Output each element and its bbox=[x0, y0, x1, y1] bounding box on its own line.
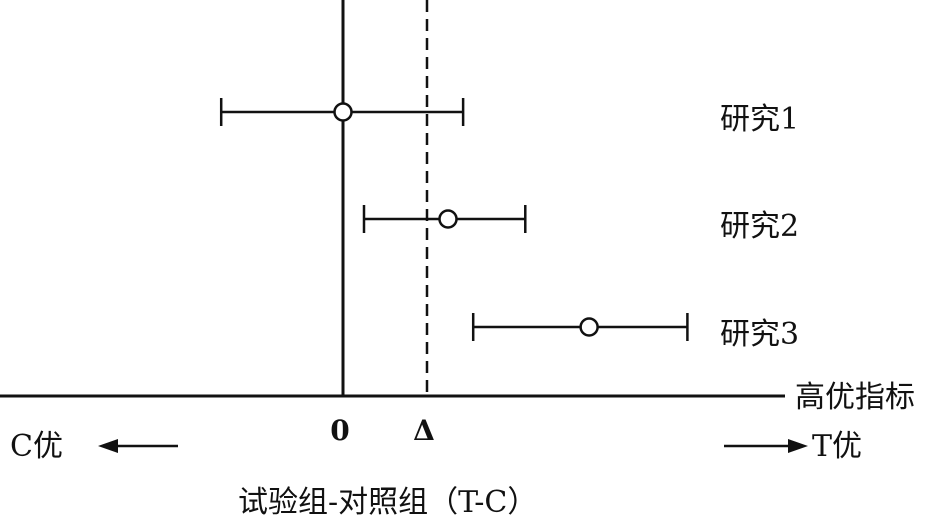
right-arrow-icon bbox=[724, 439, 808, 453]
left-direction-label: C优 bbox=[10, 429, 63, 464]
point-estimate bbox=[333, 102, 353, 122]
point-estimate bbox=[438, 209, 458, 229]
point-estimate bbox=[579, 317, 599, 337]
study-row: 研究1 bbox=[219, 98, 799, 137]
study-label: 研究3 bbox=[720, 317, 799, 352]
study-row: 研究2 bbox=[362, 205, 799, 244]
right-direction-label: T优 bbox=[812, 429, 862, 464]
left-arrow-icon bbox=[98, 439, 178, 453]
study-marks: 研究1 研究2 研究3 bbox=[219, 98, 799, 352]
study-row: 研究3 bbox=[471, 313, 799, 352]
axis-right-label: 高优指标 bbox=[795, 380, 915, 415]
x-tick-label: 0 bbox=[330, 414, 349, 447]
x-tick-label: Δ bbox=[413, 414, 435, 447]
study-label: 研究1 bbox=[720, 102, 799, 137]
x-axis-label: 试验组-对照组（T-C） bbox=[238, 485, 537, 520]
study-label: 研究2 bbox=[720, 209, 799, 244]
